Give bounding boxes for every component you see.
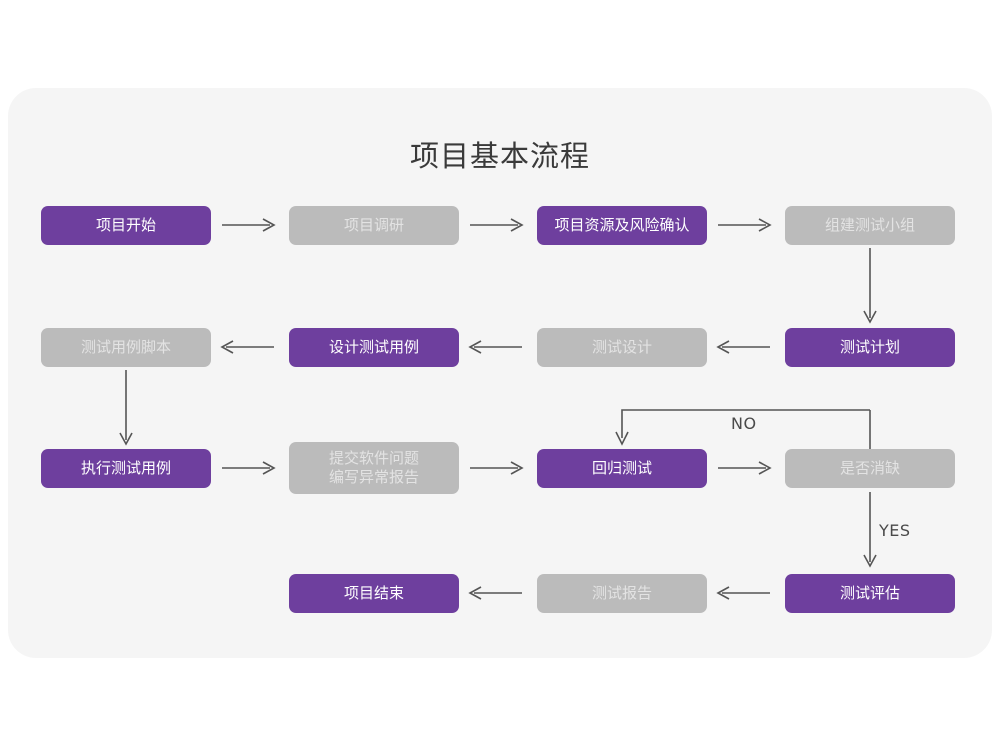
node-label: 回归测试 — [591, 459, 652, 477]
arrow-team-to-plan — [863, 248, 877, 326]
arrow-no-feedback-loop — [615, 408, 877, 450]
node-label: 测试评估 — [839, 584, 900, 602]
label-no: NO — [731, 414, 757, 433]
node-label: 项目开始 — [95, 216, 156, 234]
node-test-plan[interactable]: 测试计划 — [785, 328, 955, 367]
node-label: 是否消缺 — [839, 459, 900, 477]
label-yes: YES — [879, 521, 911, 540]
arrow-start-to-research — [222, 218, 278, 232]
arrow-report-to-end — [468, 586, 526, 600]
node-test-design[interactable]: 测试设计 — [537, 328, 707, 367]
node-label: 提交软件问题 编写异常报告 — [328, 449, 419, 486]
arrow-script-to-execute — [119, 370, 133, 448]
node-label: 项目资源及风险确认 — [554, 216, 690, 234]
node-label: 设计测试用例 — [328, 338, 419, 356]
arrow-evaluation-to-report — [716, 586, 774, 600]
flowchart-card — [8, 88, 992, 658]
node-test-case-script[interactable]: 测试用例脚本 — [41, 328, 211, 367]
node-label: 项目结束 — [343, 584, 404, 602]
arrow-plan-to-testdesign — [716, 340, 774, 354]
arrow-submit-to-regression — [470, 461, 526, 475]
arrow-regression-to-defect — [718, 461, 774, 475]
arrow-testdesign-to-designcase — [468, 340, 526, 354]
node-design-test-case[interactable]: 设计测试用例 — [289, 328, 459, 367]
node-submit-issue-report[interactable]: 提交软件问题 编写异常报告 — [289, 442, 459, 494]
node-execute-test-case[interactable]: 执行测试用例 — [41, 449, 211, 488]
arrow-research-to-resource — [470, 218, 526, 232]
arrow-execute-to-submit — [222, 461, 278, 475]
node-regression-test[interactable]: 回归测试 — [537, 449, 707, 488]
node-test-report[interactable]: 测试报告 — [537, 574, 707, 613]
node-label: 测试报告 — [591, 584, 652, 602]
node-project-research[interactable]: 项目调研 — [289, 206, 459, 245]
node-project-end[interactable]: 项目结束 — [289, 574, 459, 613]
node-label: 测试用例脚本 — [80, 338, 171, 356]
node-test-evaluation[interactable]: 测试评估 — [785, 574, 955, 613]
node-label: 执行测试用例 — [80, 459, 171, 477]
arrow-yes-to-evaluation — [863, 492, 877, 570]
node-resource-risk-confirm[interactable]: 项目资源及风险确认 — [537, 206, 707, 245]
node-label: 项目调研 — [343, 216, 404, 234]
node-label: 测试设计 — [591, 338, 652, 356]
arrow-design-to-script — [220, 340, 278, 354]
node-project-start[interactable]: 项目开始 — [41, 206, 211, 245]
node-defect-cleared[interactable]: 是否消缺 — [785, 449, 955, 488]
node-label: 测试计划 — [839, 338, 900, 356]
node-build-test-team[interactable]: 组建测试小组 — [785, 206, 955, 245]
page-title: 项目基本流程 — [409, 139, 590, 173]
node-label: 组建测试小组 — [824, 216, 915, 234]
arrow-resource-to-team — [718, 218, 774, 232]
